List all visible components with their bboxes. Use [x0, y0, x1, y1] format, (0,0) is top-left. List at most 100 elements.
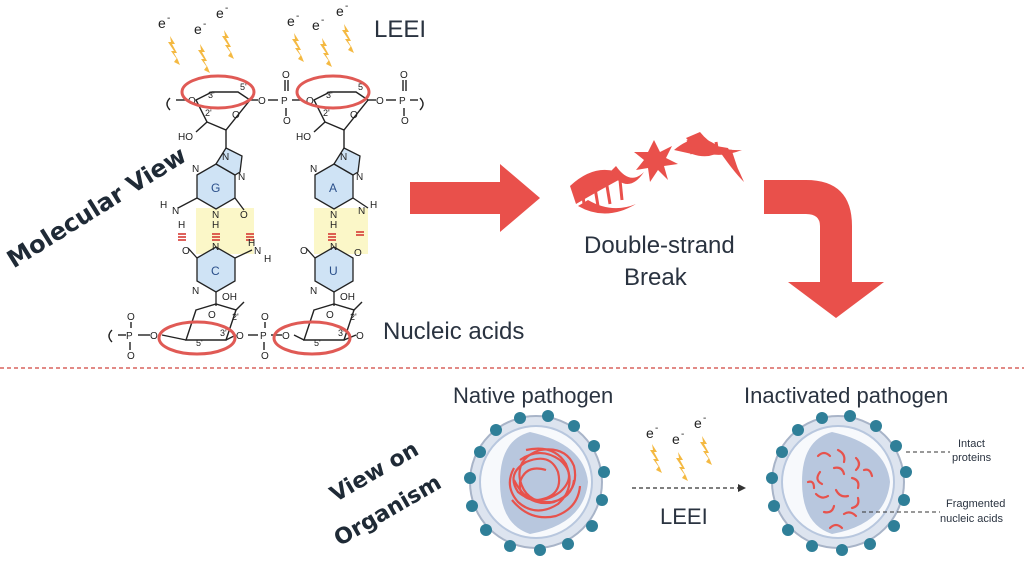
- svg-text:3': 3': [338, 328, 345, 338]
- native-proteins: [464, 410, 610, 556]
- svg-text:e: e: [158, 15, 166, 31]
- base-pair-gc-atoms: N N N N O H N H H H O N N H N: [160, 152, 271, 297]
- base-pair-au-atoms: N N N N N H H O N O N: [300, 152, 377, 297]
- svg-text:N: N: [254, 246, 261, 257]
- svg-text:N: N: [310, 164, 317, 175]
- svg-text:-: -: [681, 429, 684, 440]
- inactivated-pathogen: [766, 410, 950, 556]
- bottom-backbone: [108, 301, 363, 350]
- svg-text:N: N: [340, 152, 347, 163]
- svg-text:e: e: [312, 17, 320, 33]
- svg-text:e: e: [672, 431, 680, 447]
- svg-text:O: O: [232, 110, 240, 121]
- svg-text:O: O: [240, 210, 248, 221]
- lightning-icon: [650, 444, 662, 473]
- svg-text:O: O: [208, 310, 216, 321]
- svg-text:N: N: [222, 152, 229, 163]
- highlight-ring-bottom-left: [157, 320, 237, 356]
- svg-text:O: O: [261, 351, 269, 362]
- lightning-icon: [198, 44, 210, 73]
- electron-beam-organism: e - e - e -: [646, 413, 712, 481]
- svg-text:N: N: [212, 242, 219, 253]
- svg-text:N: N: [356, 172, 363, 183]
- svg-text:3': 3': [220, 328, 227, 338]
- svg-text:5': 5': [358, 82, 365, 92]
- svg-text:O: O: [236, 331, 244, 342]
- svg-text:O: O: [282, 331, 290, 342]
- svg-text:-: -: [655, 423, 658, 434]
- svg-text:OH: OH: [340, 292, 355, 303]
- svg-text:O: O: [127, 312, 135, 323]
- svg-text:O: O: [326, 310, 334, 321]
- broken-double-helix: [570, 132, 744, 214]
- break-label-line2: Break: [624, 264, 687, 291]
- base-pair-gc: G C: [177, 147, 254, 306]
- process-arrow-down: [764, 180, 884, 318]
- svg-text:HO: HO: [296, 132, 311, 143]
- svg-text:N: N: [212, 210, 219, 221]
- svg-text:e: e: [194, 21, 202, 37]
- svg-text:H: H: [248, 238, 255, 249]
- svg-text:O: O: [127, 351, 135, 362]
- svg-text:H: H: [370, 200, 377, 211]
- lightning-icon: [676, 452, 688, 481]
- svg-text:3': 3': [208, 90, 215, 100]
- electron-9: e -: [694, 413, 712, 465]
- svg-text:e: e: [694, 415, 702, 431]
- lightning-icon: [320, 38, 332, 67]
- svg-text:HO: HO: [178, 132, 193, 143]
- base-pair-au: A U: [305, 147, 369, 306]
- irradiation-arrow-head: [738, 484, 746, 492]
- svg-text:O: O: [376, 96, 384, 107]
- svg-text:O: O: [400, 70, 408, 81]
- svg-text:5': 5': [196, 338, 203, 348]
- callout-proteins-line1: Intact: [958, 438, 985, 450]
- lightning-icon: [222, 30, 234, 59]
- base-label-g: G: [211, 181, 220, 195]
- svg-text:e: e: [336, 3, 344, 19]
- svg-text:H: H: [160, 200, 167, 211]
- svg-text:5': 5': [314, 338, 321, 348]
- svg-text:3': 3': [326, 90, 333, 100]
- native-pathogen-label: Native pathogen: [453, 383, 614, 408]
- highlight-ring-bottom-right: [272, 320, 352, 356]
- svg-text:O: O: [356, 331, 364, 342]
- lightning-icon: [342, 24, 354, 53]
- electron-5: e -: [312, 15, 332, 67]
- electron-beam-top-left: e - e - e -: [158, 3, 234, 73]
- svg-text:e: e: [287, 13, 295, 29]
- svg-text:N: N: [330, 210, 337, 221]
- inactivated-pathogen-label: Inactivated pathogen: [744, 383, 949, 408]
- svg-text:P: P: [399, 96, 406, 107]
- native-pathogen: [464, 410, 610, 556]
- callout-nucleic-line1: Fragmented: [946, 498, 1006, 510]
- base-label-c: C: [211, 264, 220, 278]
- svg-text:-: -: [203, 19, 206, 30]
- base-label-a: A: [329, 181, 337, 195]
- svg-text:H: H: [330, 220, 337, 231]
- svg-text:2': 2': [323, 108, 330, 118]
- svg-text:H: H: [178, 220, 185, 231]
- beam-label-organism: LEEI: [660, 504, 708, 529]
- svg-text:N: N: [172, 206, 179, 217]
- svg-text:2': 2': [205, 108, 212, 118]
- svg-text:-: -: [321, 15, 324, 26]
- svg-text:-: -: [296, 11, 299, 22]
- electron-2: e -: [194, 19, 210, 73]
- electron-1: e -: [158, 13, 180, 65]
- svg-text:e: e: [646, 425, 654, 441]
- svg-text:O: O: [150, 331, 158, 342]
- base-label-u: U: [329, 264, 338, 278]
- svg-text:O: O: [182, 246, 190, 257]
- svg-text:N: N: [238, 172, 245, 183]
- lightning-icon: [168, 36, 180, 65]
- svg-text:O: O: [401, 116, 409, 127]
- svg-text:-: -: [703, 413, 706, 424]
- svg-text:-: -: [345, 1, 348, 12]
- svg-text:N: N: [358, 206, 365, 217]
- svg-text:O: O: [350, 110, 358, 121]
- callout-nucleic-line2: nucleic acids: [940, 513, 1003, 525]
- electron-beam-top-right: e - e - e -: [287, 1, 354, 67]
